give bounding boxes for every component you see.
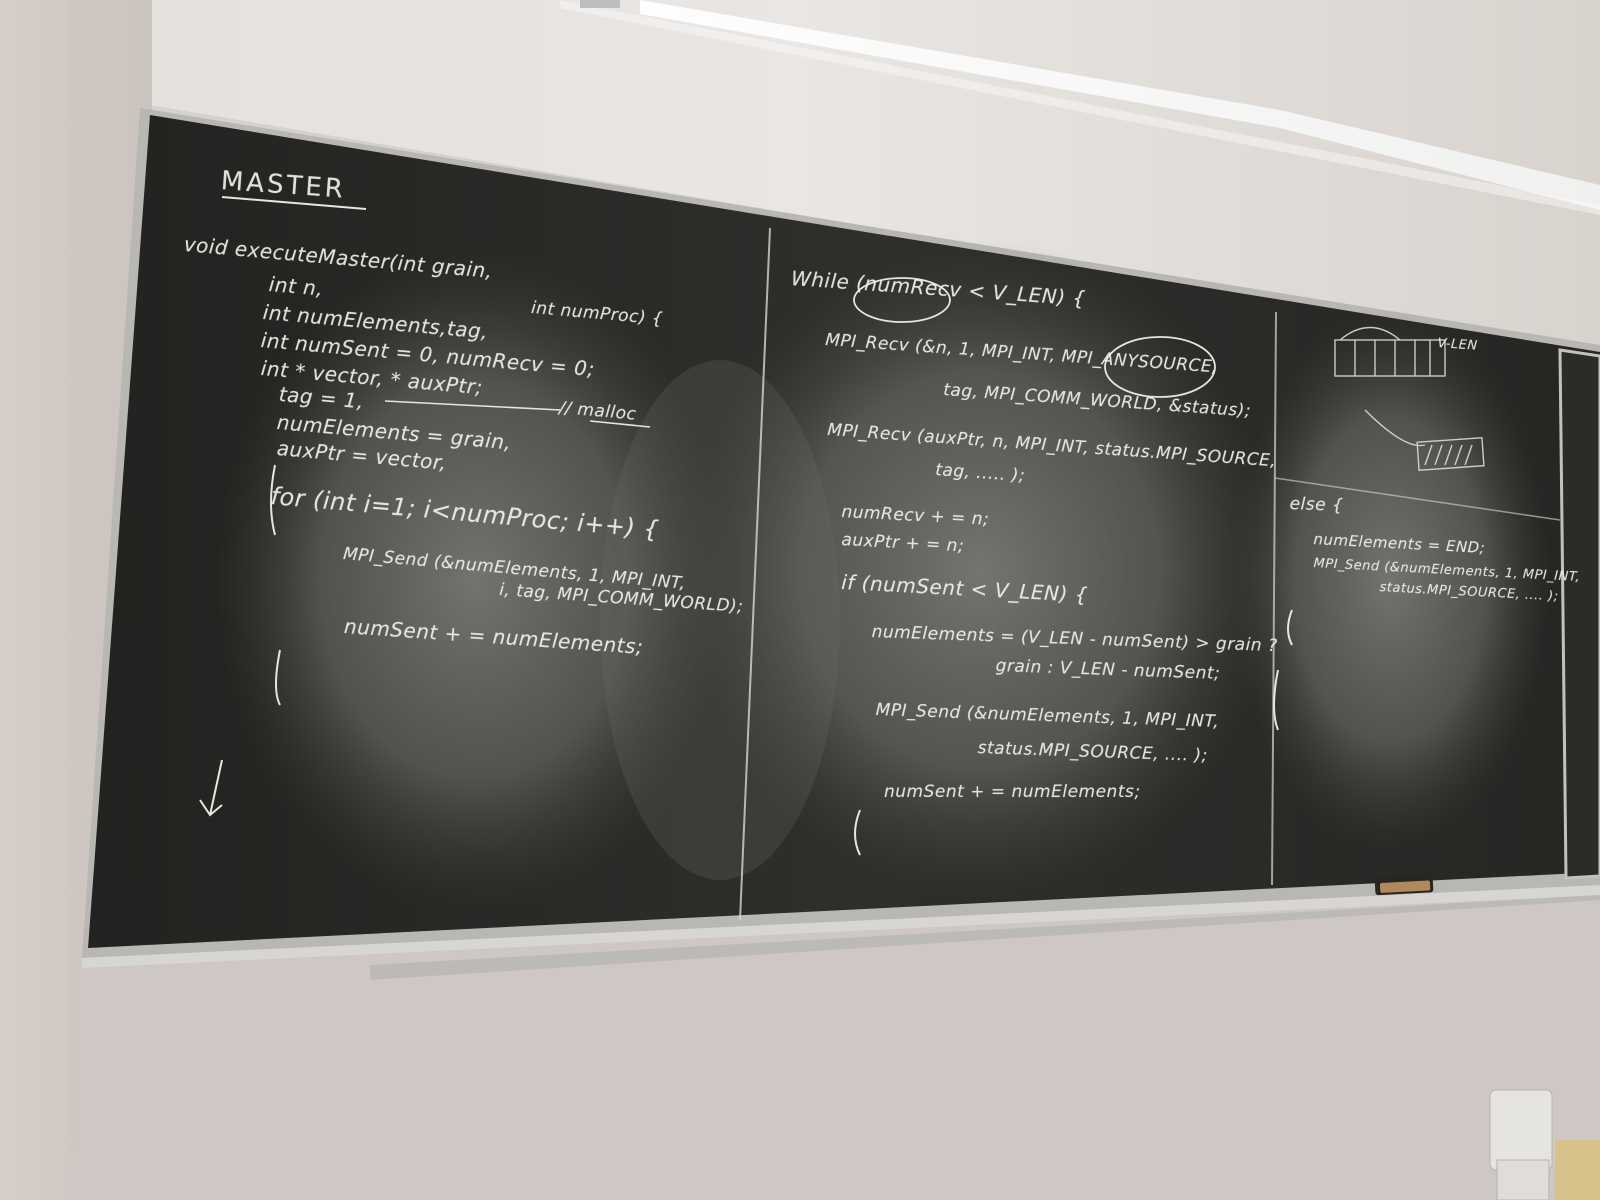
smudge-right — [1230, 310, 1550, 850]
code-line: numSent + = numElements; — [884, 782, 1141, 802]
chalk-tray — [82, 885, 1600, 968]
lower-wall — [70, 880, 1600, 1200]
smudge-left — [215, 250, 735, 910]
code-line: int n, — [267, 272, 325, 301]
divider-right — [1271, 311, 1277, 886]
divider-left — [739, 227, 771, 921]
sketch-label: V-LEN — [1436, 336, 1479, 354]
wall-outlet — [1489, 1089, 1553, 1171]
code-line: else { — [1289, 494, 1344, 516]
smudge-middle — [680, 240, 1280, 900]
array-sketch — [1334, 326, 1485, 471]
adjacent-board — [1558, 348, 1600, 880]
ceiling-light — [640, 0, 1600, 210]
upper-wall — [0, 0, 1600, 350]
